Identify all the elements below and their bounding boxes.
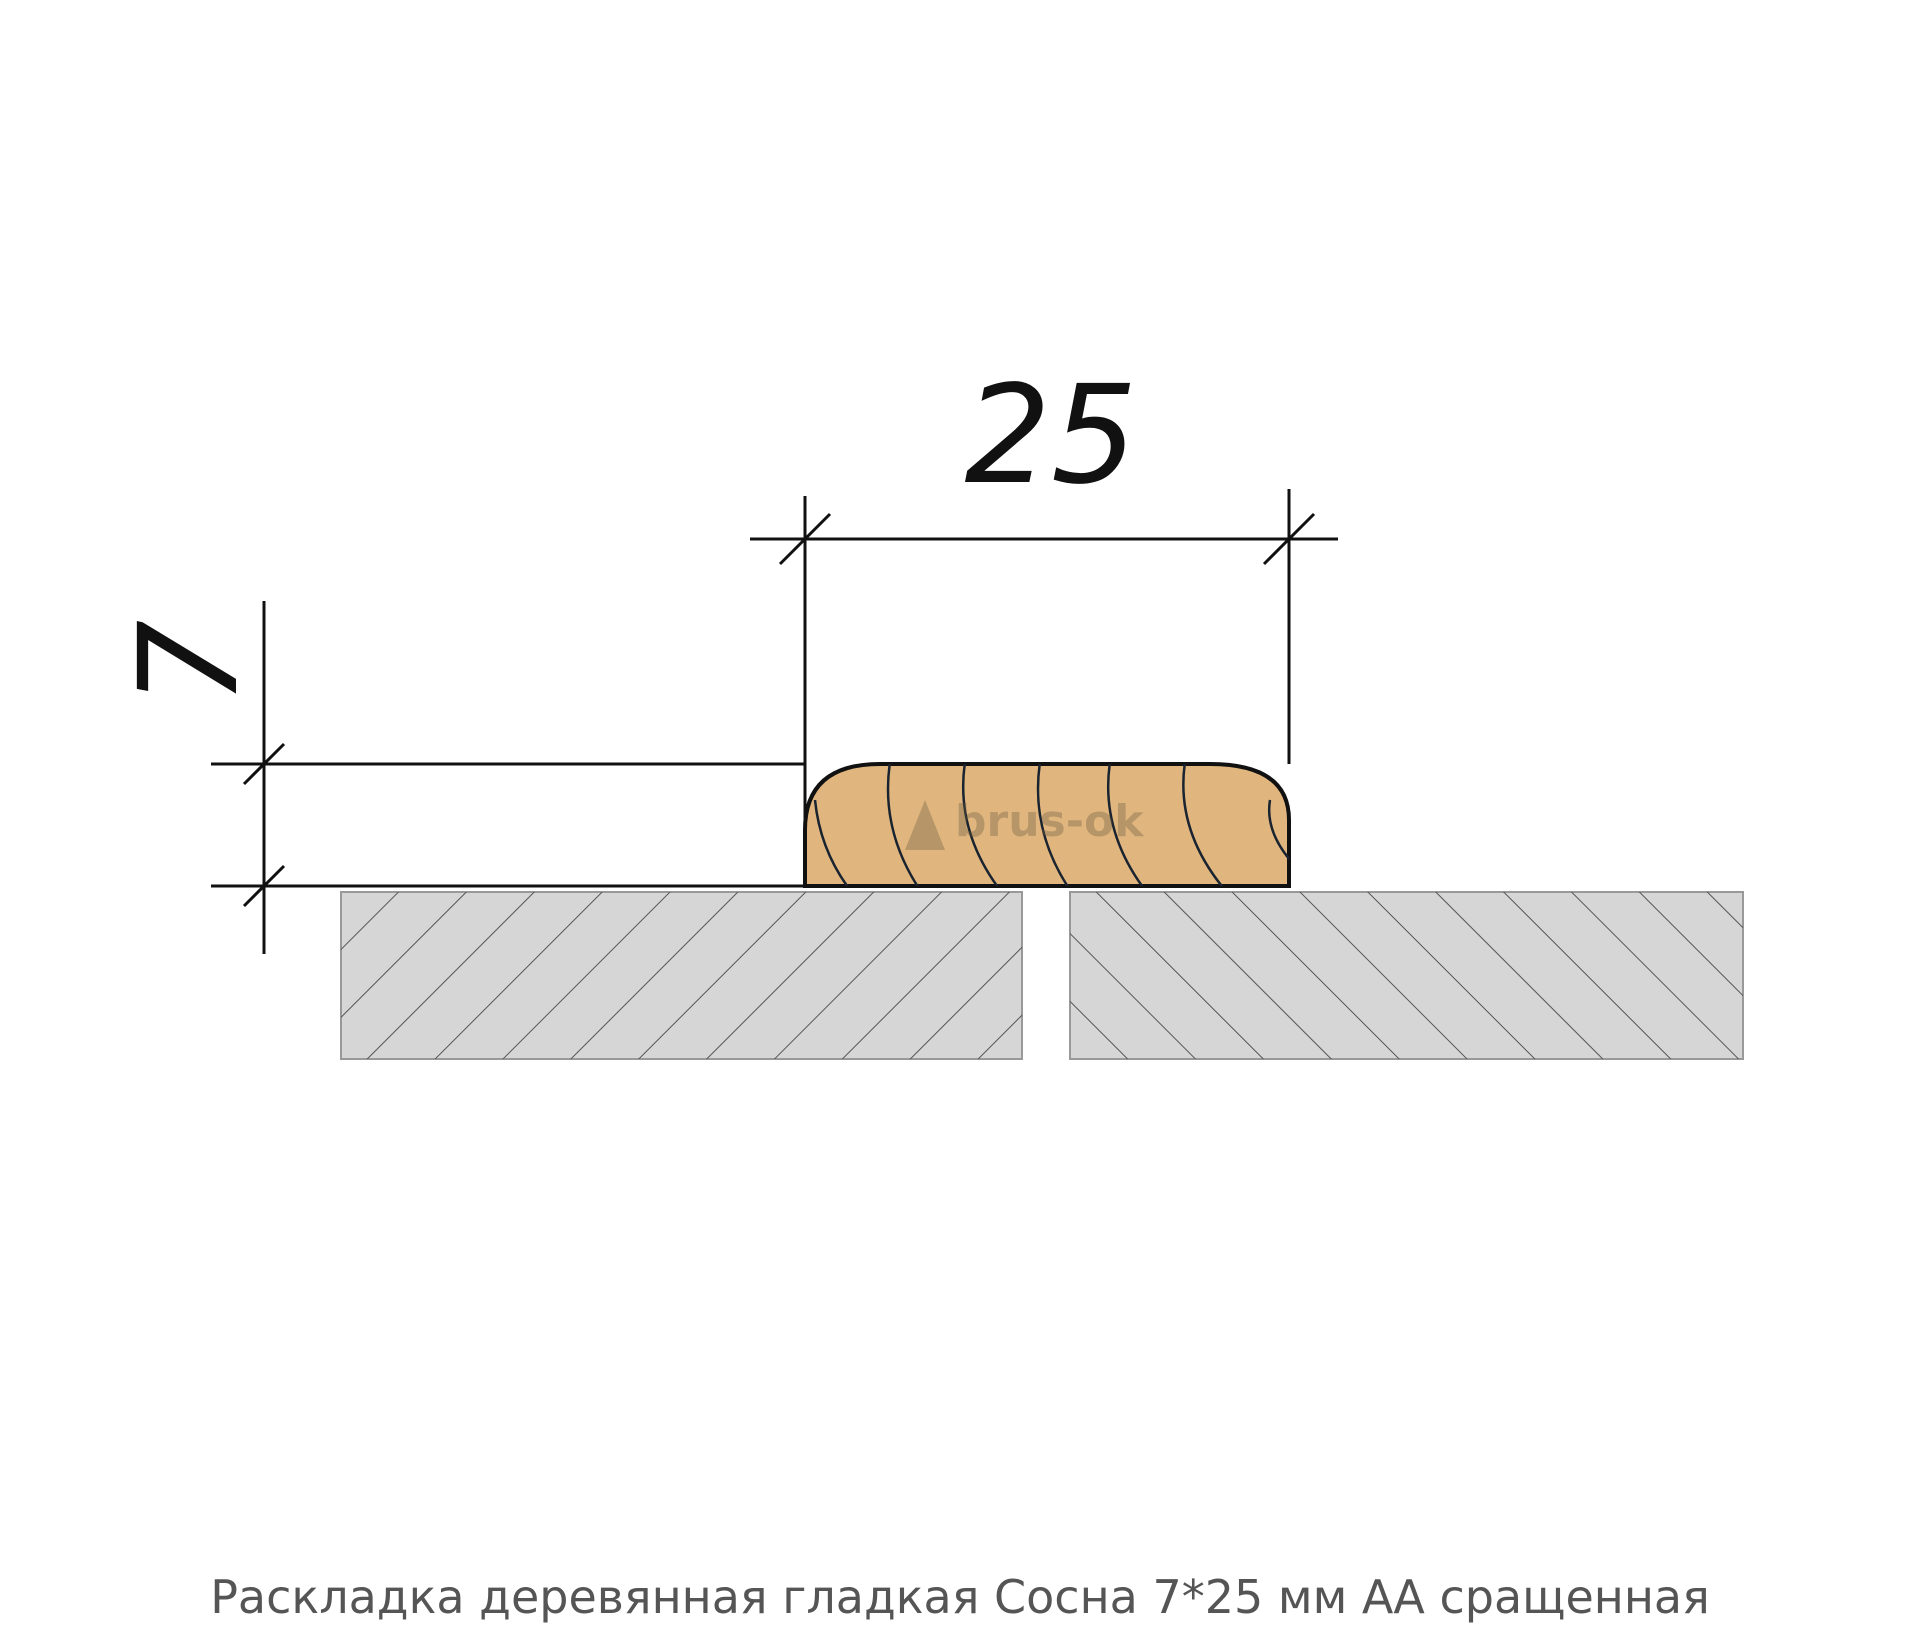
- height-label: 7: [111, 620, 269, 707]
- height-dimension: [211, 601, 805, 954]
- brus-ok-watermark: brus-ok: [905, 796, 1145, 850]
- wood-strip-profile: brus-ok: [803, 762, 1291, 888]
- svg-text:brus-ok: brus-ok: [955, 796, 1145, 847]
- width-label: 25: [964, 357, 1137, 515]
- floor-slab-left: [340, 891, 1023, 1060]
- product-caption: Раскладка деревянная гладкая Сосна 7*25 …: [210, 1570, 1710, 1624]
- floor-slab-right: [1069, 891, 1744, 1060]
- width-dimension: [750, 489, 1338, 886]
